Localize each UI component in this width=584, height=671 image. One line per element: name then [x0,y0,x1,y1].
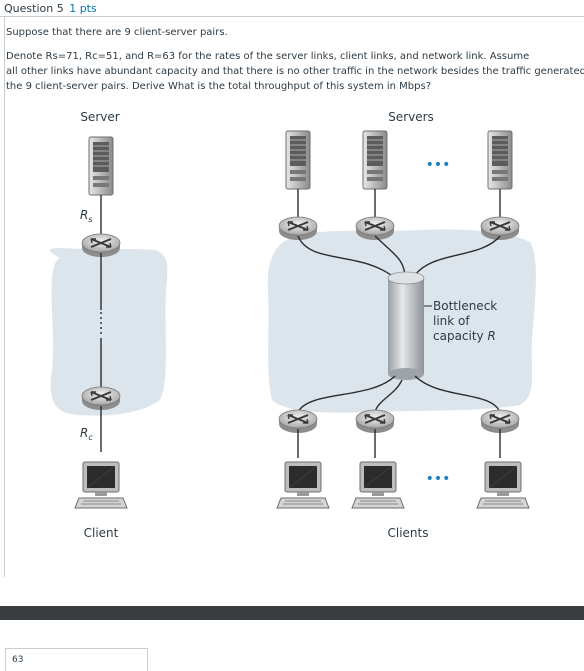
question-left-border [4,17,5,577]
bottleneck-link [387,271,425,380]
client-icon [276,461,330,509]
question-intro: Suppose that there are 9 client-server p… [6,27,228,38]
clients-label: Clients [388,526,429,540]
client-icon [476,461,530,509]
question-body-line-3: the 9 client-server pairs. Derive What i… [6,81,432,92]
server-label: Server [80,110,119,124]
question-card: Question 5 1 pts Suppose that there are … [0,0,584,577]
server-icon [285,130,311,190]
cloud-left [50,248,168,416]
question-points: 1 pts [69,2,97,15]
server-icon [362,130,388,190]
answer-input[interactable]: 63 [5,648,148,671]
answer-value: 63 [12,655,24,665]
network-diagram: Server Rs Rc Client Servers ••• [50,110,536,540]
clients-ellipsis: ••• [426,471,451,487]
client-icon [351,461,405,509]
bottleneck-label-3: capacity R [433,329,496,343]
bottleneck-label-1: Bottleneck [433,299,497,313]
client-icon [74,461,128,509]
rc-label: Rc [80,426,93,442]
question-body-line-2: all other links have abundant capacity a… [6,66,584,77]
server-icon [487,130,513,190]
rs-label: Rs [80,208,93,224]
question-body-line-1: Denote Rs=71, Rc=51, and R=63 for the ra… [6,51,530,62]
bottleneck-label-2: link of [433,314,470,328]
server-icon [88,136,114,196]
client-label: Client [84,526,119,540]
question-header: Question 5 1 pts [0,0,584,17]
question-number: Question 5 [4,2,64,15]
servers-label: Servers [388,110,434,124]
divider-bar [0,606,584,620]
servers-ellipsis: ••• [426,157,451,173]
